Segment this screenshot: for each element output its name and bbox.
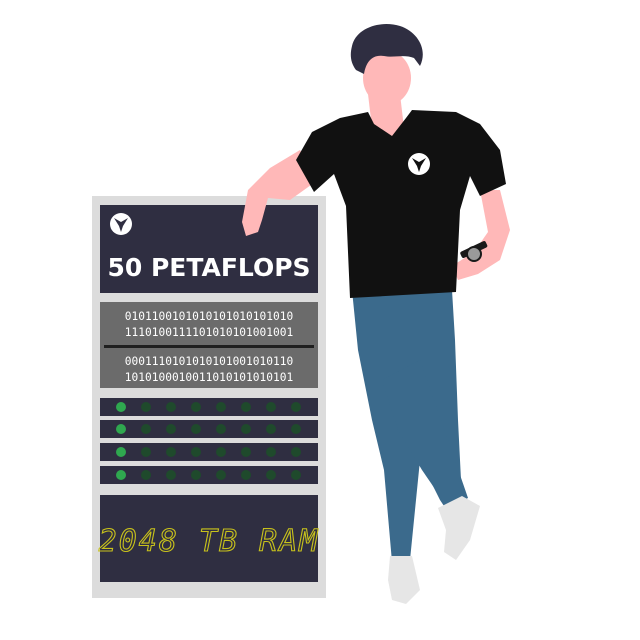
- led-rows: [100, 398, 318, 484]
- ram-label: 2048 TB RAM: [99, 524, 320, 559]
- led-indicator-off: [241, 402, 251, 412]
- led-indicator-off: [241, 470, 251, 480]
- led-indicator-off: [191, 447, 201, 457]
- right-arm: [452, 190, 510, 280]
- led-indicator-off: [291, 402, 301, 412]
- server-rack: 50 PETAFLOPS 0101100101010101010101010 1…: [92, 196, 326, 598]
- led-indicator-off: [166, 447, 176, 457]
- y-logo-icon: [110, 213, 132, 235]
- led-row: [100, 443, 318, 461]
- led-indicator-off: [216, 470, 226, 480]
- person: [242, 24, 510, 604]
- led-indicator-off: [216, 447, 226, 457]
- led-indicator-off: [141, 402, 151, 412]
- binary-divider: [104, 345, 314, 348]
- led-indicator-off: [191, 402, 201, 412]
- binary-line-3: 0001110101010101001010110: [125, 355, 294, 368]
- shirt: [296, 110, 506, 298]
- left-shoe: [388, 556, 420, 604]
- led-row: [100, 420, 318, 438]
- led-indicator-on: [116, 470, 126, 480]
- led-indicator-off: [241, 424, 251, 434]
- led-indicator-off: [166, 402, 176, 412]
- led-row: [100, 398, 318, 416]
- wristwatch-icon: [460, 241, 488, 262]
- led-indicator-off: [266, 470, 276, 480]
- y-logo-icon: [408, 153, 430, 175]
- led-indicator-on: [116, 447, 126, 457]
- led-indicator-off: [241, 447, 251, 457]
- hair: [350, 24, 423, 74]
- led-indicator-off: [141, 424, 151, 434]
- led-indicator-off: [291, 470, 301, 480]
- led-indicator-off: [191, 424, 201, 434]
- rack-title-panel: [100, 205, 318, 293]
- binary-line-2: 1110100111101010101001001: [125, 326, 293, 339]
- head: [363, 51, 411, 105]
- jeans-crossed-leg: [382, 360, 468, 508]
- led-indicator-off: [266, 424, 276, 434]
- led-indicator-off: [216, 424, 226, 434]
- led-indicator-off: [166, 424, 176, 434]
- led-row: [100, 466, 318, 484]
- led-indicator-off: [266, 402, 276, 412]
- binary-line-4: 1010100010011010101010101: [125, 371, 293, 384]
- led-indicator-off: [266, 447, 276, 457]
- ram-display-panel: [100, 495, 318, 582]
- binary-line-1: 0101100101010101010101010: [125, 310, 294, 323]
- led-indicator-off: [141, 447, 151, 457]
- led-indicator-off: [191, 470, 201, 480]
- server-title: 50 PETAFLOPS: [107, 253, 310, 282]
- led-indicator-off: [141, 470, 151, 480]
- led-indicator-on: [116, 402, 126, 412]
- led-indicator-off: [291, 447, 301, 457]
- led-indicator-off: [291, 424, 301, 434]
- led-indicator-off: [216, 402, 226, 412]
- led-indicator-off: [166, 470, 176, 480]
- right-shoe: [438, 496, 480, 560]
- left-arm: [242, 150, 318, 236]
- led-indicator-on: [116, 424, 126, 434]
